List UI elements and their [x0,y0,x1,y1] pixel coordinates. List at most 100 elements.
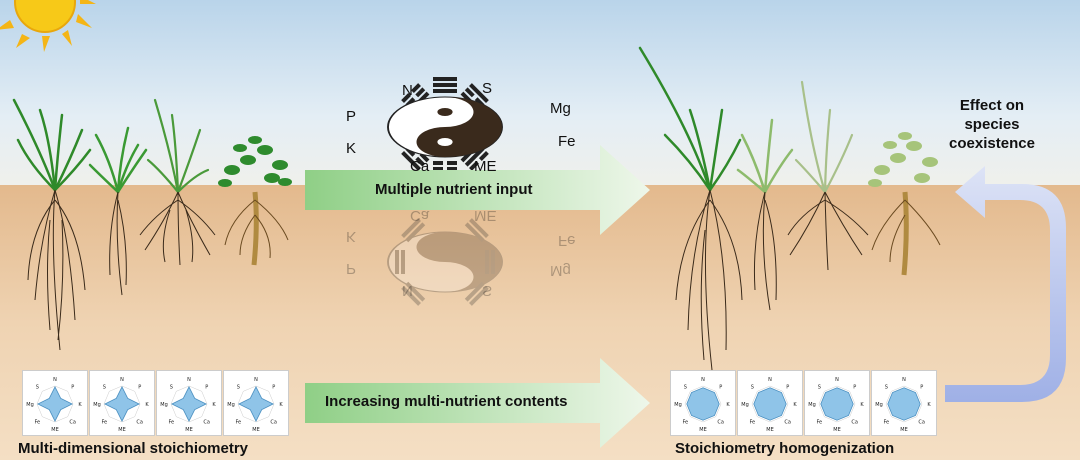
grass-plant-6 [736,118,794,194]
radar-axis-label: Mg [808,402,816,408]
radar-axis-label: K [927,402,931,408]
radar-axis-label: Ca [784,420,791,426]
radar-axis-label: Mg [160,402,168,408]
radar-axis-label: S [818,384,821,390]
root-8 [871,191,941,276]
species-coexistence-label: Effect on species coexistence [949,97,1035,152]
radar-axis-label: P [853,384,856,390]
radar-axis-label: ME [252,427,259,433]
radar-axis-label: Mg [674,402,682,408]
root-7 [787,191,869,271]
radar-axis-label: N [187,377,191,383]
root-2 [109,191,127,296]
radar-shape [37,386,73,422]
radar-axis-label: K [212,402,216,408]
nutrient-label-n: N [402,82,413,99]
nutrient-label-k: K [346,140,357,157]
radar-axis-label: S [36,384,39,390]
radar-axis-label: Ca [270,420,277,426]
radar-axis-label: Fe [682,420,688,426]
radar-axis-label: P [272,384,275,390]
root-3 [139,191,216,266]
yin-yang-symbol [387,77,503,177]
radar-axis-label: N [835,377,839,383]
radar-axis-label: Fe [816,420,822,426]
radar-axis-label: N [902,377,906,383]
nutrient-reflection-mg: Mg [550,262,571,279]
nutrient-reflection-me: ME [474,207,497,224]
radar-axis-label: ME [51,427,58,433]
radar-axis-label: K [145,402,149,408]
nutrient-label-ca: Ca [410,158,430,175]
sun-icon [0,0,96,52]
nutrient-reflection-k: K [346,228,357,245]
nutrient-reflection-fe: Fe [558,232,576,249]
radar-axis-label: Fe [235,420,241,426]
left-bottom-caption: Multi-dimensional stoichiometry [18,440,249,457]
nutrient-label-p: P [346,108,357,125]
grass-plant-2 [88,126,148,194]
radar-axis-label: S [885,384,888,390]
nutrient-label-mg: Mg [550,100,571,117]
radar-axis-label: Ca [851,420,858,426]
radar-axis-label: Fe [34,420,40,426]
radar-axis-label: S [684,384,687,390]
nutrient-label-s: S [482,80,493,97]
radar-axis-label: Mg [93,402,101,408]
radar-axis-label: Ca [717,420,724,426]
radar-axis-label: Mg [741,402,749,408]
radar-axis-label: Fe [101,420,107,426]
grass-plant-3 [146,98,210,194]
radar-axis-label: Ca [69,420,76,426]
root-1 [27,189,86,351]
radar-axis-label: K [793,402,797,408]
radar-axis-label: N [768,377,772,383]
radar-shape [686,387,720,421]
radar-axis-label: ME [118,427,125,433]
top-arrow [305,145,650,235]
nutrient-reflection-p: P [346,260,357,277]
nutrient-label-me: ME [474,158,497,175]
radar-axis-label: Ca [918,420,925,426]
nutrient-label-fe: Fe [558,133,576,150]
radar-axis-label: Ca [203,420,210,426]
radar-axis-label: ME [185,427,192,433]
radar-axis-label: ME [766,427,773,433]
radar-axis-label: N [53,377,57,383]
radar-shape [238,386,274,422]
yin-yang-reflection [387,218,503,306]
radar-axis-label: N [254,377,258,383]
top-arrow-label: Multiple nutrient input [375,181,533,198]
radar-axis-label: Fe [749,420,755,426]
radar-shape [753,387,787,421]
radar-axis-label: N [701,377,705,383]
radar-axis-label: ME [699,427,706,433]
grass-plant-7 [794,80,854,194]
radar-axis-label: Fe [168,420,174,426]
nutrient-reflection-n: N [402,282,413,299]
radar-axis-label: ME [900,427,907,433]
radar-axis-label: P [719,384,722,390]
radar-axis-label: ME [833,427,840,433]
radar-axis-label: Mg [875,402,883,408]
radar-axis-label: S [103,384,106,390]
root-5 [675,189,743,371]
radar-axis-label: S [237,384,240,390]
radar-axis-label: Mg [26,402,34,408]
radar-axis-label: P [205,384,208,390]
radar-shape [171,386,207,422]
sky-background [0,0,1080,195]
